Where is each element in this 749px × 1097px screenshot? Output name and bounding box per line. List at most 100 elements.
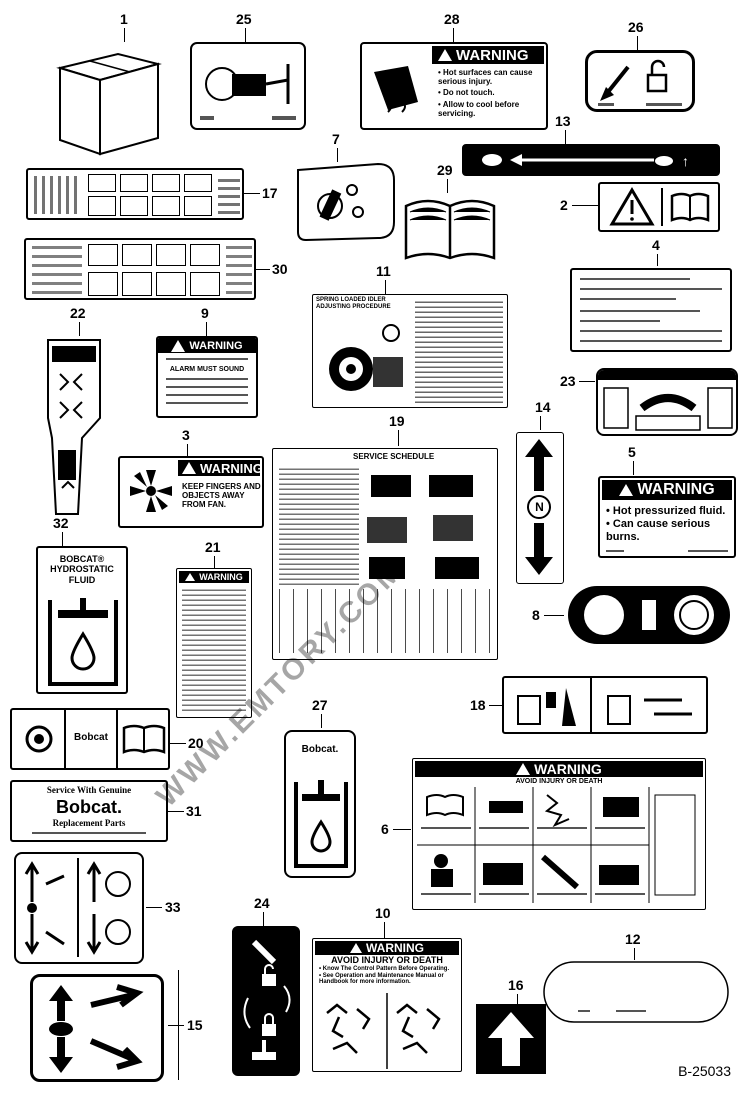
leader-12 bbox=[634, 948, 635, 960]
leader-33 bbox=[146, 907, 162, 908]
leader-11 bbox=[385, 280, 386, 294]
callout-5: 5 bbox=[628, 444, 636, 460]
leader-4 bbox=[657, 254, 658, 266]
decal-6-avoid-injury: WARNING AVOID INJURY OR DEATH bbox=[412, 758, 706, 910]
decal-19-service-schedule: SERVICE SCHEDULE bbox=[272, 448, 498, 660]
warning-line-1: • Know The Control Pattern Before Operat… bbox=[319, 966, 450, 972]
leader-7 bbox=[337, 148, 338, 162]
leader-2 bbox=[572, 205, 598, 206]
callout-3: 3 bbox=[182, 427, 190, 443]
callout-19: 19 bbox=[389, 413, 405, 429]
callout-28: 28 bbox=[444, 11, 460, 27]
callout-30: 30 bbox=[272, 261, 288, 277]
leader-20 bbox=[170, 743, 186, 744]
decal-3-fan-warning: WARNING KEEP FINGERS AND OBJECTS AWAY FR… bbox=[118, 456, 264, 528]
warning-line-1: • Hot surfaces can cause serious injury. bbox=[438, 68, 533, 87]
decal-18-lubrication bbox=[502, 676, 708, 734]
callout-22: 22 bbox=[70, 305, 86, 321]
fluid-reservoir-icon bbox=[48, 598, 118, 686]
decal-20-bobcat-strip: Bobcat bbox=[10, 708, 170, 770]
leader-24 bbox=[263, 912, 264, 926]
decal-23-control-pattern bbox=[596, 368, 738, 436]
leader-21 bbox=[214, 556, 215, 568]
callout-9: 9 bbox=[201, 305, 209, 321]
callout-31: 31 bbox=[186, 803, 202, 819]
decal-27-bobcat-fluid: Bobcat. bbox=[284, 730, 356, 878]
svg-text:↑: ↑ bbox=[682, 153, 689, 169]
decal-17-switch-panel bbox=[26, 168, 244, 220]
decal-21-warning-text: WARNING bbox=[176, 568, 252, 718]
leader-13 bbox=[565, 130, 566, 144]
callout-14: 14 bbox=[535, 399, 551, 415]
leader-9 bbox=[206, 322, 207, 336]
callout-10: 10 bbox=[375, 905, 391, 921]
leader-31 bbox=[168, 811, 184, 812]
callout-21: 21 bbox=[205, 539, 221, 555]
leader-29 bbox=[447, 179, 448, 193]
callout-13: 13 bbox=[555, 113, 571, 129]
fluid-reservoir-icon bbox=[294, 780, 348, 868]
callout-29: 29 bbox=[437, 162, 453, 178]
warning-line-1: • Hot pressurized fluid. bbox=[606, 505, 726, 517]
leader-8 bbox=[544, 615, 564, 616]
decal-5-hot-fluid-warning: WARNING • Hot pressurized fluid. • Can c… bbox=[598, 476, 736, 558]
warning-line-2: • Do not touch. bbox=[438, 88, 495, 98]
callout-16: 16 bbox=[508, 977, 524, 993]
callout-24: 24 bbox=[254, 895, 270, 911]
fan-icon bbox=[130, 470, 172, 512]
decal-32-hydrostatic-fluid: BOBCAT® HYDROSTATIC FLUID bbox=[36, 546, 128, 694]
callout-17: 17 bbox=[262, 185, 278, 201]
leader-22 bbox=[79, 322, 80, 336]
decal-24-lock-sequence bbox=[232, 926, 300, 1076]
leader-17 bbox=[244, 193, 260, 194]
warning-header: WARNING bbox=[432, 46, 544, 64]
decal-31-genuine-parts: Service With Genuine Bobcat. Replacement… bbox=[10, 780, 168, 842]
callout-32: 32 bbox=[53, 515, 69, 531]
decal-7-ignition bbox=[294, 162, 398, 242]
callout-6: 6 bbox=[381, 821, 389, 837]
decal-13-speed-arrow: ↑ bbox=[462, 144, 720, 176]
leader-15 bbox=[168, 1025, 184, 1026]
leader-10 bbox=[384, 922, 385, 938]
warning-triangle-icon bbox=[350, 943, 362, 953]
decal-9-alarm-warning: WARNING ALARM MUST SOUND bbox=[156, 336, 258, 418]
decal-12-oval-blank bbox=[542, 960, 732, 1026]
engine-icon bbox=[25, 725, 53, 753]
leader-32 bbox=[62, 532, 63, 546]
decal-22-vertical bbox=[42, 338, 108, 516]
warning-triangle-icon bbox=[182, 462, 196, 474]
warning-line-3: • Allow to cool before servicing. bbox=[438, 99, 520, 118]
warning-line-2: • See Operation and Maintenance Manual o… bbox=[319, 972, 444, 986]
decal-11-idler-procedure: SPRING LOADED IDLER ADJUSTING PROCEDURE bbox=[312, 294, 508, 408]
warning-triangle-icon bbox=[438, 49, 452, 61]
manual-icon bbox=[122, 724, 166, 754]
part-1-box bbox=[56, 40, 162, 158]
callout-25: 25 bbox=[236, 11, 252, 27]
leader-6 bbox=[393, 829, 411, 830]
figure-reference: B-25033 bbox=[678, 1063, 731, 1079]
leader-19 bbox=[398, 430, 399, 446]
decal-4-text bbox=[570, 268, 732, 352]
callout-33: 33 bbox=[165, 899, 181, 915]
callout-27: 27 bbox=[312, 697, 328, 713]
decal-33-control-arrows bbox=[14, 852, 144, 964]
hot-surface-icon bbox=[374, 66, 418, 113]
decal-8-gauge-bezel bbox=[566, 584, 732, 646]
decal-30-switch-panel bbox=[24, 238, 256, 300]
brand-label: Bobcat. bbox=[301, 744, 339, 755]
decal-25-operator-seat bbox=[190, 42, 306, 130]
decal-28-hot-surfaces-warning: WARNING • Hot surfaces can cause serious… bbox=[360, 42, 548, 130]
callout-12: 12 bbox=[625, 931, 641, 947]
warning-triangle-icon bbox=[619, 484, 634, 496]
decal-26-unlock bbox=[585, 50, 695, 112]
callout-2: 2 bbox=[560, 197, 568, 213]
leader-26 bbox=[637, 36, 638, 50]
leader-1 bbox=[124, 28, 125, 42]
leader-27 bbox=[321, 714, 322, 728]
bracket-15 bbox=[178, 970, 179, 1080]
warning-triangle-icon bbox=[185, 573, 196, 581]
callout-11: 11 bbox=[376, 263, 391, 279]
callout-23: 23 bbox=[560, 373, 576, 389]
decal-16-up-arrow bbox=[476, 1004, 546, 1074]
